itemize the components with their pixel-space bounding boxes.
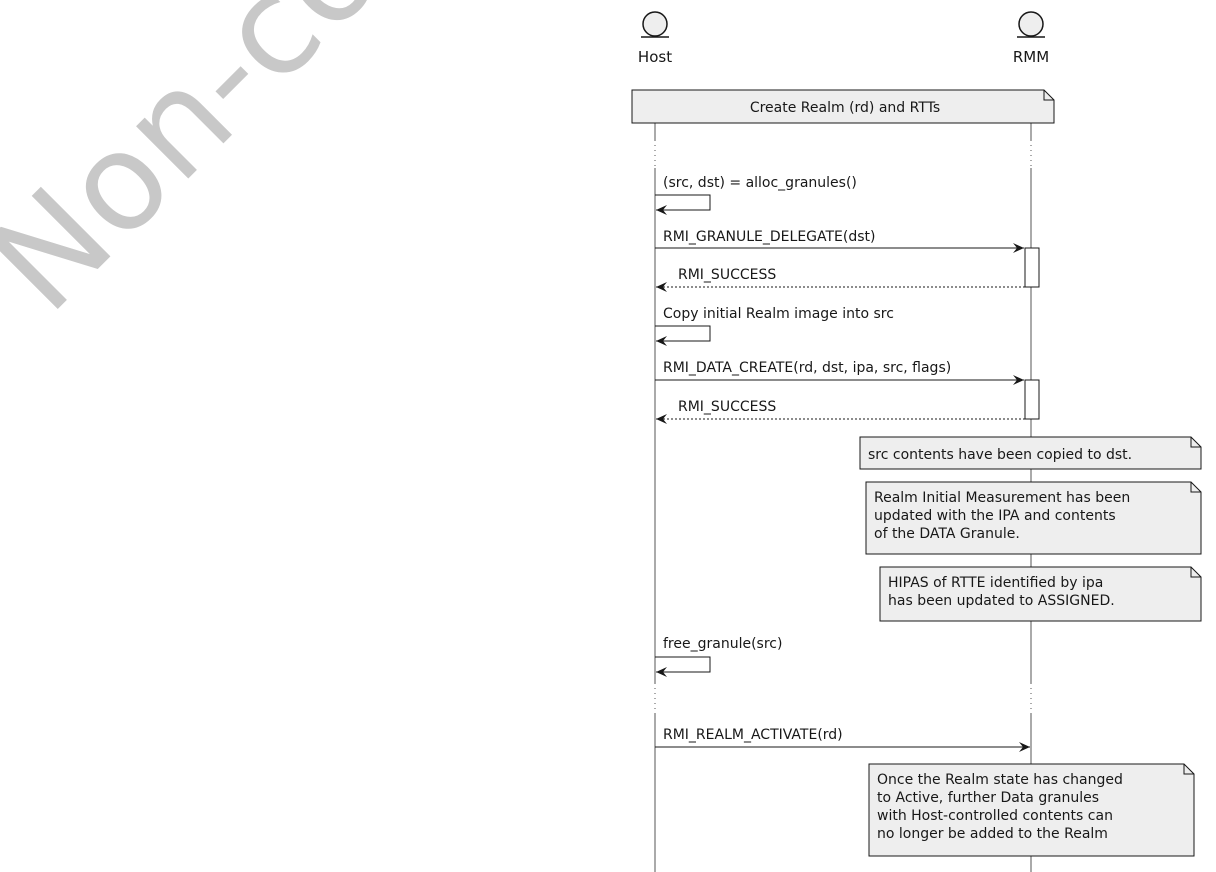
note-text: Realm Initial Measurement has been updat… bbox=[874, 490, 1135, 542]
note-rim-updated: Realm Initial Measurement has been updat… bbox=[865, 481, 1202, 555]
note-realm-active: Once the Realm state has changed to Acti… bbox=[868, 763, 1195, 857]
note-src-copied: src contents have been copied to dst. bbox=[859, 436, 1202, 470]
note-line: Once the Realm state has changed bbox=[877, 772, 1123, 788]
message-label: RMI_SUCCESS bbox=[678, 399, 776, 415]
host-label: Host bbox=[638, 48, 672, 66]
return-success-2: RMI_SUCCESS bbox=[656, 399, 1025, 424]
note-hipas-assigned: HIPAS of RTTE identified by ipa has been… bbox=[879, 566, 1202, 622]
note-line: of the DATA Granule. bbox=[874, 526, 1020, 542]
note-text: Create Realm (rd) and RTTs bbox=[750, 100, 940, 116]
note-text: src contents have been copied to dst. bbox=[868, 447, 1132, 463]
message-label: Copy initial Realm image into src bbox=[663, 306, 894, 322]
message-label: RMI_SUCCESS bbox=[678, 267, 776, 283]
message-label: RMI_DATA_CREATE(rd, dst, ipa, src, flags… bbox=[663, 360, 951, 376]
note-create-realm: Create Realm (rd) and RTTs bbox=[631, 89, 1055, 124]
self-message-copy: Copy initial Realm image into src bbox=[655, 306, 894, 346]
participant-host: Host bbox=[638, 11, 672, 66]
message-label: RMI_REALM_ACTIVATE(rd) bbox=[663, 727, 843, 743]
note-line: HIPAS of RTTE identified by ipa bbox=[888, 575, 1103, 591]
note-line: no longer be added to the Realm bbox=[877, 826, 1108, 842]
host-actor-icon bbox=[642, 11, 668, 37]
rmm-activation-bar bbox=[1024, 247, 1040, 288]
rmm-label: RMM bbox=[1013, 48, 1049, 66]
message-label: RMI_GRANULE_DELEGATE(dst) bbox=[663, 229, 876, 245]
note-line: Realm Initial Measurement has been bbox=[874, 490, 1130, 506]
call-realm-activate: RMI_REALM_ACTIVATE(rd) bbox=[655, 727, 1030, 752]
note-line: with Host-controlled contents can bbox=[877, 808, 1113, 824]
call-data-create: RMI_DATA_CREATE(rd, dst, ipa, src, flags… bbox=[655, 360, 1024, 385]
note-line: has been updated to ASSIGNED. bbox=[888, 593, 1115, 609]
self-message-free: free_granule(src) bbox=[655, 636, 782, 677]
message-label: free_granule(src) bbox=[663, 636, 782, 652]
message-label: (src, dst) = alloc_granules() bbox=[663, 175, 857, 191]
note-text: HIPAS of RTTE identified by ipa has been… bbox=[888, 575, 1115, 609]
self-message-alloc: (src, dst) = alloc_granules() bbox=[655, 175, 857, 215]
note-line: updated with the IPA and contents bbox=[874, 508, 1116, 524]
participant-rmm: RMM bbox=[1013, 11, 1049, 66]
return-success-1: RMI_SUCCESS bbox=[656, 267, 1025, 292]
rmm-actor-icon bbox=[1018, 11, 1044, 37]
note-line: to Active, further Data granules bbox=[877, 790, 1099, 806]
rmm-activation-bar bbox=[1024, 379, 1040, 420]
call-granule-delegate: RMI_GRANULE_DELEGATE(dst) bbox=[655, 229, 1024, 253]
note-text: Once the Realm state has changed to Acti… bbox=[877, 772, 1127, 842]
